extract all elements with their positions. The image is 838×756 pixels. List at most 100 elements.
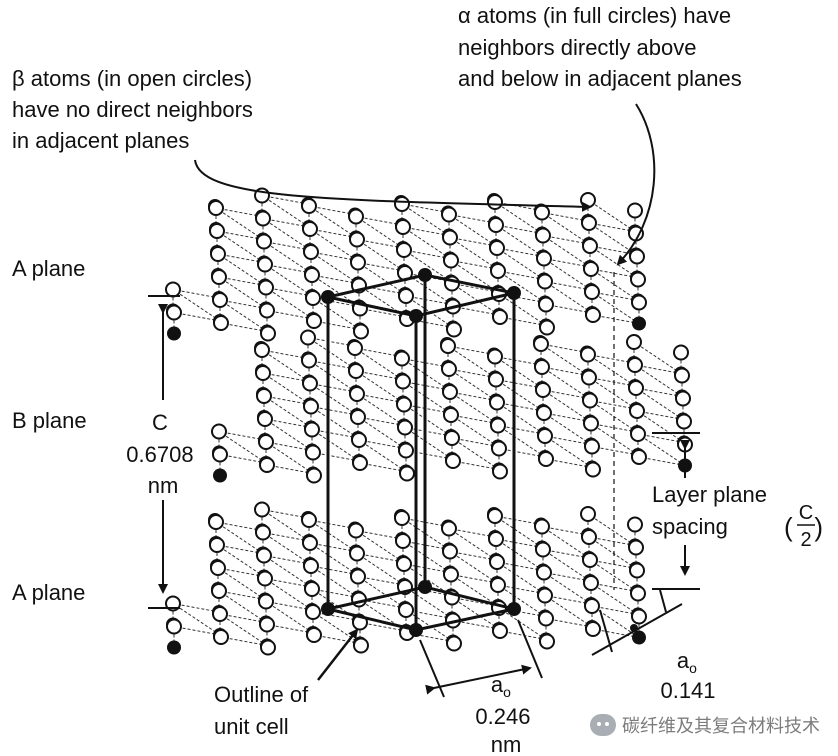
carbon-bond bbox=[309, 542, 357, 552]
carbon-bond bbox=[544, 595, 593, 628]
carbon-bond bbox=[265, 441, 314, 474]
carbon-bond bbox=[635, 387, 684, 420]
carbon-bond bbox=[358, 599, 407, 632]
carbon-bond bbox=[590, 582, 639, 615]
beta-atom-open bbox=[255, 210, 271, 227]
carbon-bond bbox=[217, 253, 266, 286]
beta-atom-open bbox=[259, 457, 275, 473]
alpha-atom-filled bbox=[167, 640, 181, 655]
carbon-bond bbox=[263, 555, 311, 565]
beta-atom-open bbox=[213, 315, 229, 331]
alpha-atom-filled bbox=[167, 326, 181, 341]
carbon-bond bbox=[588, 536, 637, 569]
beta-annotation-arrow bbox=[194, 159, 592, 212]
beta-atom-open bbox=[581, 529, 597, 545]
beta-atom-open bbox=[583, 261, 599, 277]
carbon-bond bbox=[543, 258, 592, 291]
beta-atom-open bbox=[210, 560, 226, 576]
beta-atom-open bbox=[585, 461, 601, 478]
carbon-bond bbox=[310, 406, 359, 439]
carbon-bond bbox=[634, 364, 683, 397]
carbon-bond bbox=[261, 509, 309, 519]
carbon-bond bbox=[312, 297, 360, 307]
alpha-annotation: α atoms (in full circles) have neighbors… bbox=[458, 3, 742, 91]
beta-atom-open bbox=[257, 570, 273, 587]
carbon-bond bbox=[637, 433, 686, 466]
carbon-bond bbox=[402, 540, 451, 573]
beta-atom-open bbox=[487, 194, 503, 210]
carbon-bond bbox=[451, 437, 499, 447]
carbon-bond bbox=[261, 195, 309, 205]
beta-atom-open bbox=[443, 566, 459, 583]
beta-atom-open bbox=[630, 271, 646, 288]
carbon-bond bbox=[402, 381, 450, 391]
carbon-bond bbox=[217, 567, 265, 577]
beta-atom-open bbox=[302, 535, 318, 551]
beta-atom-open bbox=[631, 294, 647, 311]
carbon-bond bbox=[173, 626, 221, 636]
carbon-bond bbox=[543, 412, 591, 422]
atom-filled bbox=[409, 623, 423, 637]
carbon-bond bbox=[405, 295, 454, 328]
beta-atom-open bbox=[302, 221, 318, 237]
beta-atom-open bbox=[536, 564, 552, 581]
carbon-bond bbox=[544, 435, 593, 468]
carbon-bond bbox=[263, 395, 312, 428]
carbon-bond bbox=[219, 454, 267, 464]
watermark-text: 碳纤维及其复合材料技术 bbox=[622, 716, 820, 737]
beta-atom-open bbox=[211, 269, 227, 285]
beta-atom-open bbox=[211, 583, 227, 599]
carbon-bond bbox=[356, 239, 404, 249]
carbon-bond bbox=[172, 603, 221, 636]
carbon-bond bbox=[310, 251, 358, 261]
carbon-bond bbox=[265, 601, 313, 611]
beta-atom-open bbox=[351, 432, 367, 448]
carbon-bond bbox=[308, 519, 356, 529]
beta-atom-open bbox=[584, 598, 600, 614]
carbon-bond bbox=[450, 414, 498, 424]
beta-atom-open bbox=[631, 608, 647, 625]
carbon-bond bbox=[587, 354, 635, 364]
carbon-bond bbox=[308, 360, 357, 393]
carbon-bond bbox=[311, 274, 360, 307]
carbon-bond bbox=[496, 402, 544, 412]
carbon-bond bbox=[449, 391, 497, 401]
beta-atom-open bbox=[395, 219, 411, 235]
beta-atom-open bbox=[303, 558, 319, 574]
beta-atom-open bbox=[165, 281, 181, 298]
carbon-bond bbox=[543, 572, 591, 582]
beta-atom-open bbox=[258, 434, 274, 450]
carbon-bond bbox=[308, 205, 356, 215]
carbon-bond bbox=[591, 291, 640, 324]
carbon-bond bbox=[589, 400, 637, 410]
alpha-atom-filled bbox=[632, 630, 646, 645]
beta-atom-open bbox=[301, 198, 317, 214]
c-dimension-label: C 0.6708 nm bbox=[126, 410, 199, 498]
carbon-bond bbox=[588, 377, 636, 387]
beta-atom-open bbox=[394, 350, 410, 367]
carbon-bond bbox=[311, 588, 359, 598]
carbon-bond bbox=[587, 513, 636, 546]
carbon-bond bbox=[357, 416, 405, 426]
beta-atom-open bbox=[492, 463, 508, 480]
beta-atom-open bbox=[350, 254, 366, 271]
beta-atom-open bbox=[306, 467, 322, 484]
carbon-bond bbox=[544, 281, 592, 291]
carbon-bond bbox=[591, 291, 639, 301]
beta-atom-open bbox=[539, 633, 555, 650]
carbon-bond bbox=[401, 203, 450, 236]
carbon-bond bbox=[401, 358, 449, 368]
beta-atom-open bbox=[256, 388, 272, 404]
beta-atom-open bbox=[489, 394, 505, 411]
beta-atom-open bbox=[535, 541, 551, 558]
atom-filled bbox=[507, 602, 521, 616]
beta-atom-open bbox=[538, 296, 554, 313]
carbon-bond bbox=[496, 561, 544, 571]
carbon-bond bbox=[262, 532, 310, 542]
carbon-bond bbox=[497, 584, 546, 617]
carbon-bond bbox=[545, 458, 593, 468]
carbon-bond bbox=[312, 297, 361, 330]
carbon-bond bbox=[589, 559, 637, 569]
beta-atom-open bbox=[210, 246, 226, 262]
carbon-bond bbox=[218, 276, 267, 309]
